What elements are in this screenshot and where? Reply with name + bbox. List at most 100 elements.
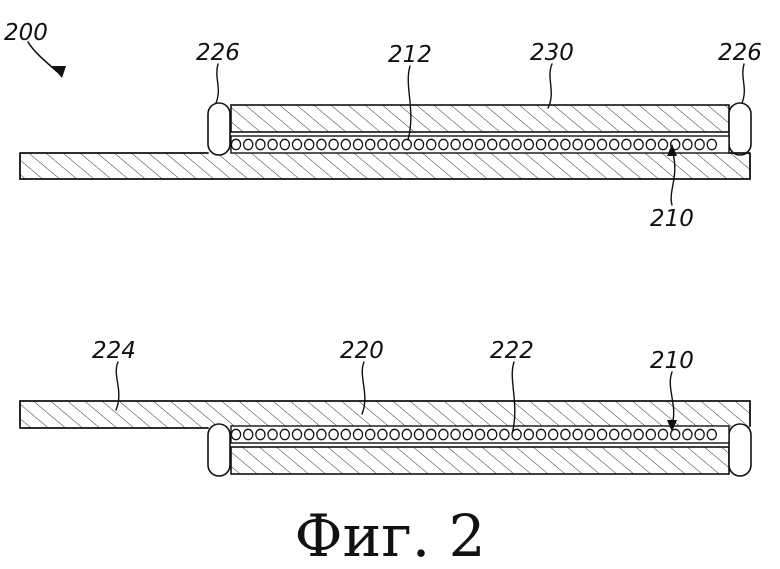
coil-loop bbox=[378, 429, 387, 439]
coil-loop bbox=[280, 139, 289, 149]
coil-loop bbox=[317, 139, 326, 149]
coil-loop bbox=[366, 139, 375, 149]
coil-loop bbox=[597, 429, 606, 439]
bottom-left-end-cap bbox=[208, 424, 230, 476]
top-outer-sleeve bbox=[231, 105, 729, 132]
coil-loop bbox=[268, 429, 277, 439]
bottom-outer-sleeve bbox=[231, 447, 729, 474]
coil-loop bbox=[622, 429, 631, 439]
bottom-wall bbox=[20, 401, 751, 476]
coil-loop bbox=[463, 139, 472, 149]
coil-loop bbox=[573, 429, 582, 439]
coil-loop bbox=[695, 429, 704, 439]
coil-loop bbox=[610, 139, 619, 149]
coil-loop bbox=[549, 429, 558, 439]
coil-loop bbox=[305, 429, 314, 439]
coil-loop bbox=[292, 429, 301, 439]
coil-loop bbox=[256, 139, 265, 149]
coil-loop bbox=[585, 429, 594, 439]
coil-loop bbox=[622, 139, 631, 149]
arrowhead-200 bbox=[52, 66, 66, 78]
coil-loop bbox=[231, 139, 240, 149]
figure-caption: Фиг. 2 bbox=[295, 502, 486, 569]
coil-loop bbox=[695, 139, 704, 149]
coil-loop bbox=[561, 139, 570, 149]
coil-loop bbox=[451, 429, 460, 439]
coil-loop bbox=[463, 429, 472, 439]
coil-loop bbox=[573, 139, 582, 149]
coil-loop bbox=[646, 139, 655, 149]
coil-loop bbox=[683, 139, 692, 149]
coil-loop bbox=[268, 139, 277, 149]
coil-loop bbox=[414, 429, 423, 439]
coil-loop bbox=[683, 429, 692, 439]
top-left-end-cap bbox=[208, 103, 230, 155]
coil-loop bbox=[561, 429, 570, 439]
coil-loop bbox=[341, 139, 350, 149]
coil-loop bbox=[512, 139, 521, 149]
label-210-top: 210 bbox=[650, 206, 694, 232]
coil-loop bbox=[414, 139, 423, 149]
coil-loop bbox=[634, 139, 643, 149]
coil-loop bbox=[707, 139, 716, 149]
coil-loop bbox=[366, 429, 375, 439]
coil-loop bbox=[256, 429, 265, 439]
coil-loop bbox=[488, 139, 497, 149]
top-right-end-cap bbox=[729, 103, 751, 155]
coil-loop bbox=[427, 429, 436, 439]
coil-loop bbox=[402, 429, 411, 439]
label-226-right: 226 bbox=[718, 40, 762, 66]
coil-loop bbox=[305, 139, 314, 149]
coil-loop bbox=[597, 139, 606, 149]
coil-loop bbox=[536, 139, 545, 149]
coil-loop bbox=[390, 429, 399, 439]
coil-loop bbox=[317, 429, 326, 439]
label-212: 212 bbox=[388, 42, 432, 68]
label-200: 200 bbox=[4, 20, 48, 46]
coil-loop bbox=[707, 429, 716, 439]
coil-loop bbox=[427, 139, 436, 149]
coil-loop bbox=[646, 429, 655, 439]
coil-loop bbox=[634, 429, 643, 439]
coil-loop bbox=[378, 139, 387, 149]
coil-loop bbox=[536, 429, 545, 439]
coil-loop bbox=[610, 429, 619, 439]
coil-loop bbox=[475, 139, 484, 149]
coil-loop bbox=[231, 429, 240, 439]
leader-226-right bbox=[742, 64, 744, 103]
coil-loop bbox=[292, 139, 301, 149]
coil-loop bbox=[658, 139, 667, 149]
coil-loop bbox=[329, 429, 338, 439]
coil-loop bbox=[439, 139, 448, 149]
leader-230 bbox=[548, 64, 552, 108]
label-222: 222 bbox=[490, 338, 534, 364]
coil-loop bbox=[439, 429, 448, 439]
label-226-left: 226 bbox=[196, 40, 240, 66]
coil-loop bbox=[524, 139, 533, 149]
coil-loop bbox=[244, 429, 253, 439]
coil-loop bbox=[402, 139, 411, 149]
coil-loop bbox=[451, 139, 460, 149]
coil-loop bbox=[244, 139, 253, 149]
label-230: 230 bbox=[530, 40, 574, 66]
coil-loop bbox=[280, 429, 289, 439]
label-224: 224 bbox=[92, 338, 136, 364]
coil-loop bbox=[353, 139, 362, 149]
coil-loop bbox=[549, 139, 558, 149]
label-220: 220 bbox=[340, 338, 384, 364]
label-210-bottom: 210 bbox=[650, 348, 694, 374]
bottom-inner-tube-wall bbox=[20, 401, 750, 428]
coil-loop bbox=[524, 429, 533, 439]
coil-loop bbox=[329, 139, 338, 149]
coil-loop bbox=[488, 429, 497, 439]
coil-loop bbox=[658, 429, 667, 439]
leader-lines bbox=[28, 42, 744, 434]
bottom-right-end-cap bbox=[729, 424, 751, 476]
coil-loop bbox=[500, 429, 509, 439]
coil-loop bbox=[390, 139, 399, 149]
coil-loop bbox=[341, 429, 350, 439]
leader-226-left bbox=[216, 64, 218, 103]
coil-loop bbox=[585, 139, 594, 149]
